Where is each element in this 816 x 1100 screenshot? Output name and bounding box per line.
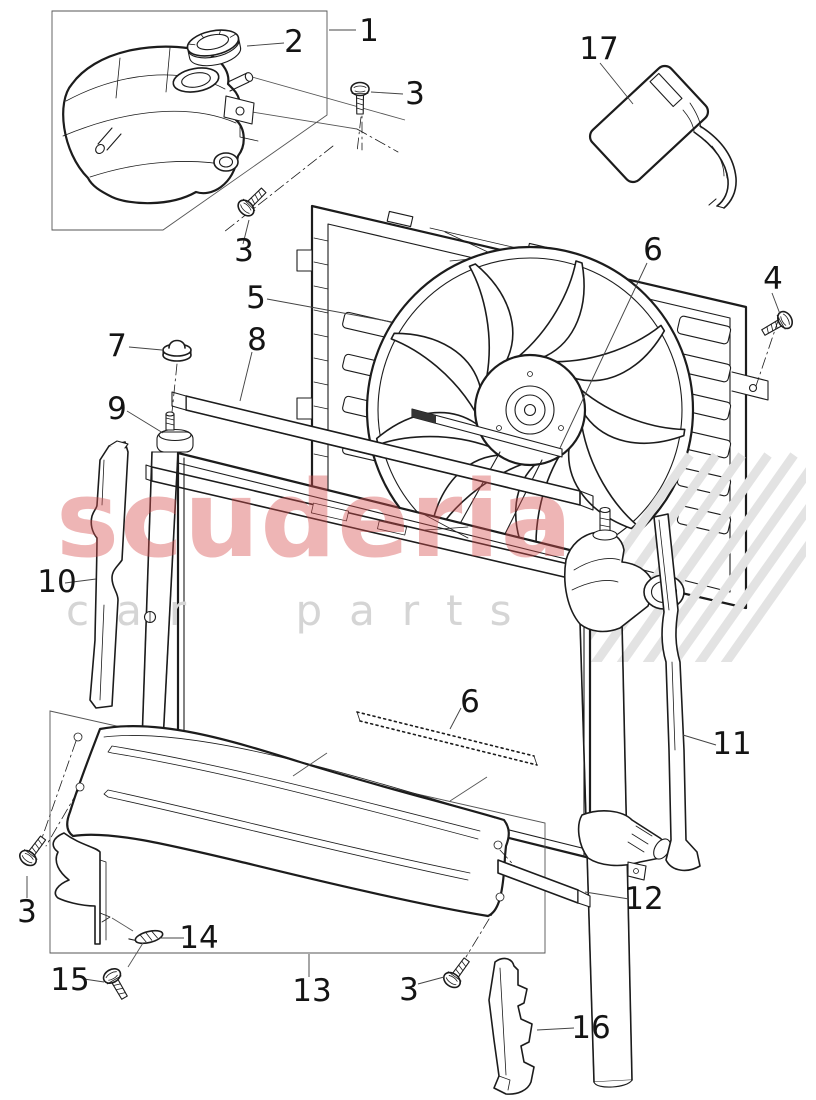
callout-6b: 6: [460, 684, 480, 720]
callout-17: 17: [579, 31, 618, 67]
expansion-tank: [62, 45, 259, 205]
callout-9: 9: [107, 391, 127, 427]
callout-3c: 3: [17, 894, 37, 930]
screw-15: [100, 965, 134, 1003]
callout-leaders: [26, 29, 781, 1031]
bleed-stud-right: [592, 506, 618, 541]
callout-1: 1: [359, 13, 379, 49]
bracket-left: [89, 440, 129, 709]
screw-4-axis: [755, 317, 780, 387]
callout-11: 11: [712, 726, 751, 762]
foam-side-piece: [52, 832, 111, 945]
radiator-hose-right: [563, 506, 685, 1088]
seal-strip-upper: [411, 408, 563, 458]
screw-3-bottom-right: [440, 953, 475, 992]
callout-16: 16: [571, 1010, 610, 1046]
clip-leaders: [111, 917, 144, 968]
callout-12: 12: [624, 881, 663, 917]
seal-strip-dotted: [292, 711, 538, 802]
grommet: [162, 339, 192, 362]
retainer-clip: [128, 929, 164, 945]
callout-15: 15: [50, 962, 89, 998]
callout-labels: 1 2 3 17 5 6 4 3 7 8 9 10 11 6 12 3 15 1…: [17, 13, 783, 1046]
callout-3a: 3: [405, 76, 425, 112]
bracket-right: [653, 513, 701, 872]
screw-3-top-axis: [356, 116, 362, 153]
callout-6a: 6: [643, 232, 663, 268]
callout-2: 2: [284, 24, 304, 60]
module-wires: [693, 125, 737, 209]
bar-lower-right: [497, 859, 591, 908]
screw-3-bottom-left: [16, 831, 52, 870]
callout-8: 8: [247, 322, 267, 358]
mount-bar-upper: [171, 391, 594, 511]
lower-air-guide: [41, 724, 521, 958]
callout-14: 14: [179, 920, 218, 956]
screw-3-mid: [234, 183, 271, 220]
callout-4: 4: [763, 261, 783, 297]
control-module: [588, 64, 710, 184]
callout-5: 5: [246, 280, 266, 316]
tank-cap: [186, 29, 242, 67]
callout-10: 10: [37, 564, 76, 600]
callout-3d: 3: [399, 972, 419, 1008]
expansion-tank-box: [51, 10, 406, 233]
callout-7: 7: [107, 328, 127, 364]
callout-3b: 3: [234, 233, 254, 269]
bracket-lower-right: [488, 957, 535, 1095]
callout-13: 13: [292, 973, 331, 1009]
bleed-stud: [165, 411, 175, 431]
grommet-axis: [171, 363, 178, 413]
